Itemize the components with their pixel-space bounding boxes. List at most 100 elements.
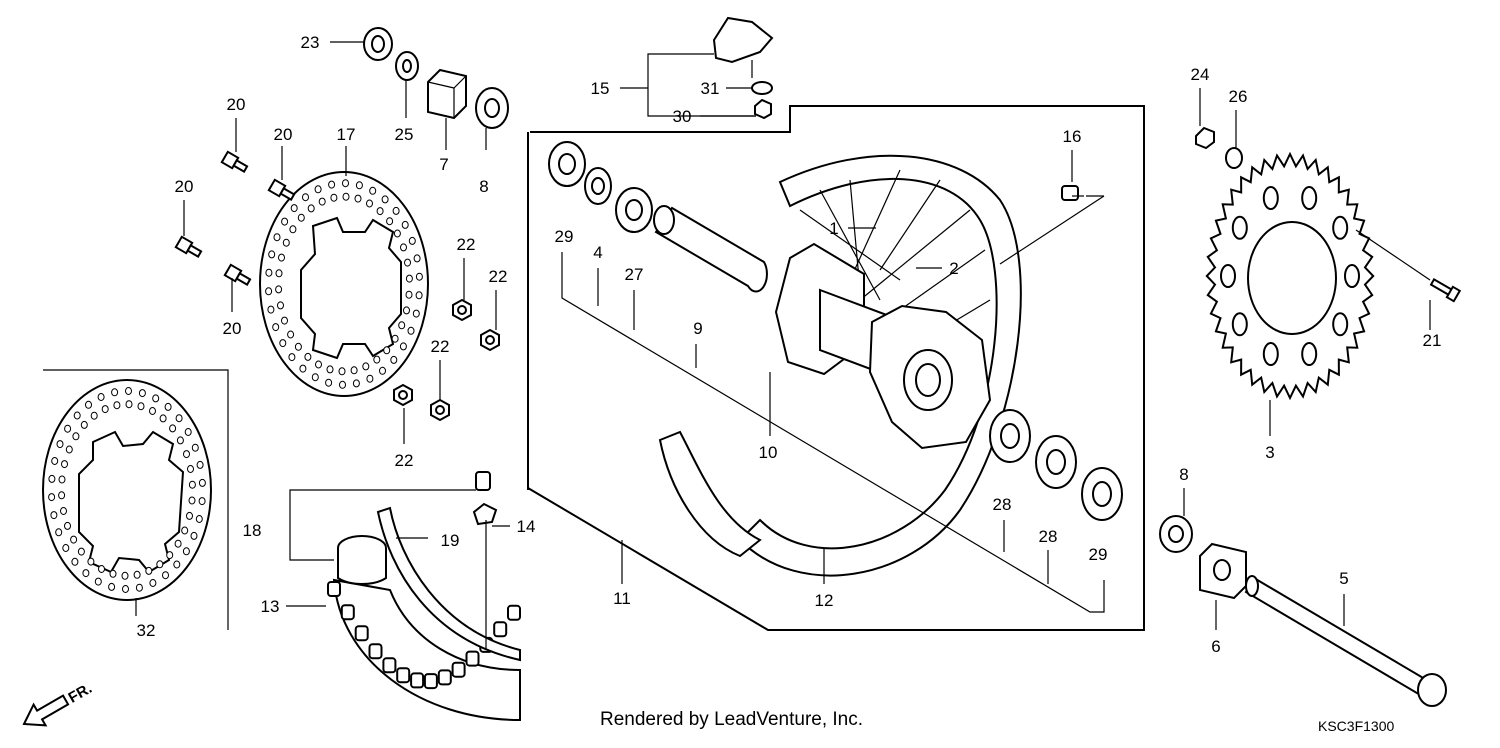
disc-hole: [268, 250, 276, 259]
disc-hole: [186, 511, 193, 520]
disc-hole: [162, 571, 169, 580]
disc-hole: [133, 570, 141, 579]
disc-hole: [392, 206, 400, 215]
disc-hole: [314, 185, 322, 194]
callout-11: 11: [613, 589, 631, 608]
callout-28-a: 28: [993, 495, 1012, 514]
disc-hole: [366, 374, 374, 383]
disc-hole: [50, 511, 58, 520]
disc-hole: [196, 460, 204, 469]
callout-17: 17: [337, 125, 356, 144]
bearing-29-right: [1081, 467, 1123, 521]
callout-13: 13: [261, 597, 280, 616]
separator-line: [43, 369, 229, 630]
tire-knob: [451, 661, 466, 678]
disc-hole: [64, 424, 72, 433]
washer-31: [751, 81, 773, 95]
disc-hole: [297, 213, 305, 222]
disc-hole: [187, 465, 194, 473]
disc-hole: [145, 566, 153, 575]
disc-hole: [330, 193, 338, 202]
callout-32: 32: [137, 621, 156, 640]
disc-hole: [188, 480, 196, 489]
disc-hole: [401, 220, 409, 229]
callout-3: 3: [1265, 443, 1274, 462]
disc-hole: [403, 306, 410, 315]
disc-hole: [174, 539, 182, 548]
disc-hole: [121, 571, 129, 580]
disc-hole: [175, 414, 183, 423]
tube-18: [337, 535, 387, 585]
rear-tire-13: [327, 578, 521, 722]
bearing-27: [615, 187, 653, 233]
bolt-20-group: [174, 150, 296, 286]
disc-hole: [111, 388, 119, 397]
driven-sprocket-3: [1205, 151, 1375, 401]
disc-hole: [156, 560, 164, 569]
disc-hole: [355, 181, 363, 190]
callout-labels: 23 25 7 8 20 20 17 20 20 22 22 22 22 32 …: [137, 33, 1442, 656]
callout-21: 21: [1423, 331, 1442, 350]
disc-hole: [113, 401, 121, 410]
disc-hole: [71, 557, 79, 566]
disc-hole: [149, 407, 156, 415]
callout-14: 14: [517, 517, 536, 536]
tire-knob: [410, 672, 425, 689]
callout-22-c: 22: [431, 337, 450, 356]
disc-hole: [400, 243, 407, 252]
disc-hole: [169, 424, 177, 433]
disc-hole: [149, 579, 157, 587]
disc-hole: [72, 432, 80, 441]
sprocket-hole: [1301, 342, 1318, 366]
disc-hole: [98, 565, 105, 573]
disc-hole: [391, 334, 399, 343]
disc-hole: [182, 547, 190, 556]
disc-hole: [342, 179, 349, 188]
tire-knob: [340, 604, 355, 621]
rim-lock-15: [712, 16, 774, 78]
disc-hole: [373, 355, 381, 364]
disc-hole: [328, 180, 336, 189]
callout-20-c: 20: [175, 177, 194, 196]
callout-29-left: 29: [555, 227, 574, 246]
disc-hole: [181, 526, 189, 535]
callout-30: 30: [673, 107, 692, 126]
tire-knob: [327, 581, 341, 597]
callout-19: 19: [441, 531, 460, 550]
disc-hole: [407, 326, 415, 335]
callout-16: 16: [1063, 127, 1082, 146]
disc-hole: [311, 373, 319, 382]
callout-7: 7: [439, 155, 448, 174]
sprocket-hole: [1231, 312, 1248, 337]
washer-25: [395, 51, 419, 81]
disc-hole: [318, 197, 326, 206]
disc-hole: [393, 229, 401, 238]
callout-9: 9: [693, 319, 702, 338]
tire-knob: [382, 657, 397, 674]
diagram-code: KSC3F1300: [1318, 718, 1395, 734]
callout-12: 12: [815, 591, 834, 610]
sprocket-hole: [1231, 215, 1248, 240]
disc-hole: [404, 258, 411, 267]
disc-hole: [51, 457, 59, 465]
disc-hole: [56, 440, 64, 449]
disc-hole: [338, 367, 346, 376]
disc-hole: [415, 272, 423, 281]
disc-hole: [188, 496, 196, 505]
disc-hole: [267, 305, 275, 314]
callout-15: 15: [591, 79, 610, 98]
disc-hole: [65, 445, 73, 454]
disc-hole: [60, 507, 67, 515]
credit-text: Rendered by LeadVenture, Inc.: [600, 709, 864, 730]
adjuster-block-6: [1199, 542, 1247, 600]
disc-hole: [412, 309, 420, 318]
disc-hole: [350, 366, 358, 375]
disc-hole: [101, 405, 109, 414]
disc-hole: [307, 204, 315, 213]
disc-hole: [195, 515, 203, 523]
disc-hole: [376, 207, 384, 216]
axle-5: [1244, 575, 1447, 707]
tire-knob: [368, 643, 383, 660]
disc-hole: [159, 414, 167, 423]
